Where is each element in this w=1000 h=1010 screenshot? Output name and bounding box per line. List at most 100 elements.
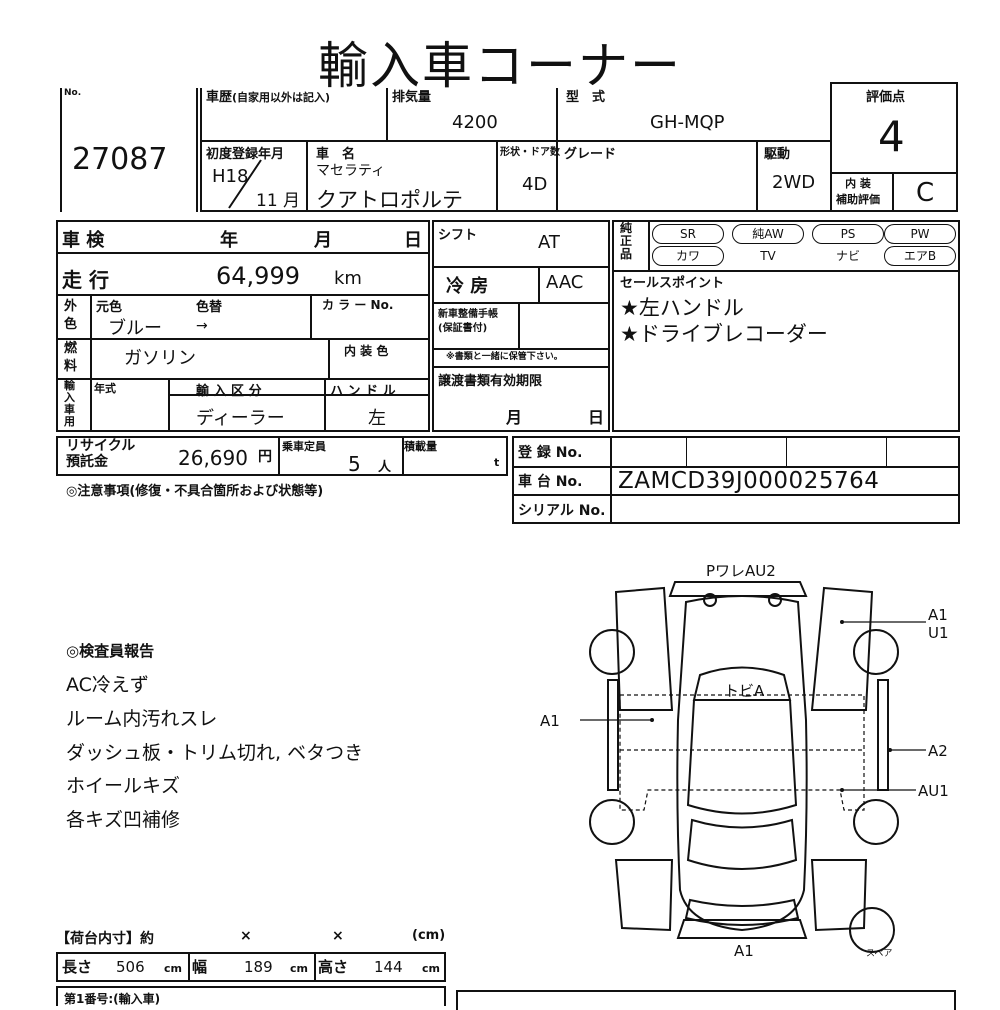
import-type-value: ディーラー [196, 408, 285, 429]
width-value: 189 [244, 958, 273, 976]
page-title: 輸入車コーナー [318, 37, 682, 95]
car-maker: マセラティ [316, 163, 386, 179]
length-value: 506 [116, 958, 145, 976]
diagram-label-right: A1 [928, 606, 948, 624]
color-value: ブルー [108, 318, 162, 339]
inspection-day: 日 [404, 230, 422, 251]
docs-day: 日 [588, 408, 605, 427]
history-label: 車歴(自家用以外は記入) [206, 90, 331, 105]
height-value: 144 [374, 958, 403, 976]
first-reg-month: 11 月 [256, 191, 301, 211]
width-label: 幅 [192, 958, 208, 976]
lot-label: No. [64, 88, 82, 98]
report-line: 各キズ凹補修 [66, 809, 181, 831]
diagram-label-top: PワレAU2 [706, 562, 776, 580]
mileage-label: 走 行 [62, 268, 109, 292]
option-airbag: エアB [884, 246, 956, 266]
ac-label: 冷 房 [446, 276, 489, 297]
ac-value: AAC [546, 272, 584, 293]
mid-center-box [432, 220, 610, 432]
chassis-value: ZAMCD39J000025764 [618, 468, 880, 494]
length-unit: cm [164, 962, 182, 975]
manual-label: 新車整備手帳(保証書付) [438, 309, 498, 334]
mid-left-box [56, 220, 430, 432]
option-leather: カワ [652, 246, 724, 266]
color-label: 外色 [64, 299, 78, 332]
report-line: ダッシュ板・トリム切れ, ベタつき [66, 742, 364, 764]
report-title: ◎検査員報告 [66, 642, 155, 660]
option-navi: ナビ [835, 249, 860, 263]
options-label: 純正品 [620, 221, 633, 261]
diagram-label-right: U1 [928, 624, 949, 642]
registration-box [512, 436, 960, 524]
import-label: 輸入車用 [64, 379, 75, 428]
option-pw: PW [884, 224, 956, 244]
lot-bracket [60, 88, 198, 212]
car-name-label: 車 名 [316, 147, 356, 162]
drive-value: 2WD [772, 172, 816, 193]
capacity-label: 乗車定員 [282, 440, 326, 453]
load-unit: t [494, 456, 500, 469]
dims-box [56, 952, 446, 982]
fuel-value: ガソリン [124, 348, 196, 369]
recycle-value: 26,690 [178, 446, 248, 470]
capacity-value: 5 [348, 452, 361, 476]
sales-point-2: ★ドライブレコーダー [620, 322, 828, 346]
docs-month: 月 [506, 408, 523, 427]
first-reg-label: 初度登録年月 [206, 147, 285, 162]
body-value: 4D [522, 174, 548, 195]
inspection-label: 車 検 [62, 230, 105, 251]
mileage-unit: km [334, 268, 362, 289]
import-type-label: 輸 入 区 分 [196, 384, 262, 399]
report-line: ルーム内汚れスレ [66, 708, 218, 730]
import-year-label: 年式 [94, 382, 116, 395]
diagram-label-right: A2 [928, 742, 948, 760]
car-name: クアトロポルテ [316, 188, 463, 212]
cargo-x1: × [240, 928, 252, 944]
height-unit: cm [422, 962, 440, 975]
cargo-label: 【荷台内寸】約 [56, 931, 154, 947]
width-unit: cm [290, 962, 308, 975]
diagram-label-spare: スペア [866, 949, 893, 959]
length-label: 長さ [62, 958, 93, 976]
diagram-label-right: AU1 [918, 782, 949, 800]
height-label: 高さ [318, 958, 349, 976]
body-label: 形状・ドア数 [500, 147, 560, 158]
handle-label: ハ ン ド ル [330, 384, 396, 399]
option-tv: TV [760, 249, 776, 263]
grade-label: グレード [564, 147, 617, 162]
caution-label: ◎注意事項(修復・不具合箇所および状態等) [66, 484, 324, 499]
model-type-label: 型 式 [566, 90, 606, 105]
displacement-label: 排気量 [392, 90, 432, 105]
color-code-label: カ ラ ー No. [322, 298, 394, 312]
model-type-value: GH-MQP [650, 112, 725, 133]
load-label: 積載量 [404, 440, 437, 453]
shift-value: AT [538, 232, 560, 253]
score-value: 4 [878, 112, 905, 161]
option-ps: PS [812, 224, 884, 244]
chassis-label: 車 台 No. [518, 474, 583, 490]
interior-label: 内 装補助評価 [836, 177, 880, 206]
cargo-x2: × [332, 928, 344, 944]
diagram-label-bottom: A1 [734, 942, 754, 960]
drive-label: 駆動 [764, 147, 791, 162]
sales-point-1: ★左ハンドル [620, 296, 744, 320]
top-grid [200, 88, 830, 212]
footer-right-box [456, 990, 956, 1010]
capacity-unit: 人 [378, 460, 392, 475]
report-line: ホイールキズ [66, 775, 181, 797]
inspection-month: 月 [314, 230, 332, 251]
recycle-unit: 円 [258, 449, 272, 465]
mileage-value: 64,999 [216, 262, 300, 290]
option-alloy-wheel: 純AW [732, 224, 804, 244]
recycle-label: リサイクル預託金 [66, 438, 136, 470]
interior-value: C [916, 178, 935, 208]
first-reg-era: H18 [212, 166, 249, 187]
cargo-unit: (cm) [412, 928, 446, 943]
recycle-box [56, 436, 508, 476]
footer-box [56, 986, 446, 1006]
fuel-label: 燃料 [64, 341, 78, 374]
color-arrow: → [196, 318, 208, 334]
score-label: 評価点 [866, 90, 906, 105]
score-box [830, 82, 958, 212]
